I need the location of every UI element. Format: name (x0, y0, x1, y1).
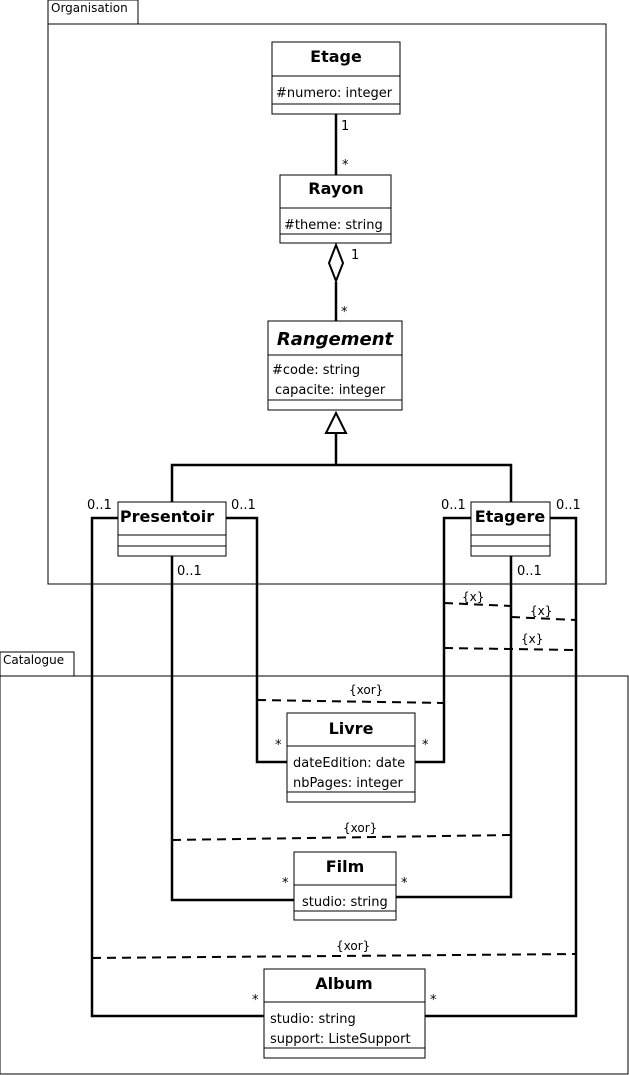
class-rangement-box (267, 320, 403, 411)
constraint-x-line-1 (443, 602, 512, 607)
class-film[interactable]: Film studio: string (293, 851, 397, 921)
constraint-xor-livre-label: {xor} (349, 683, 383, 697)
constraint-lines (91, 602, 577, 959)
constraint-x-label-3: {x} (521, 632, 543, 646)
class-rangement[interactable]: Rangement #code: string capacite: intege… (267, 320, 403, 411)
multiplicity-label: 1 (351, 248, 359, 263)
class-film-attribute: studio: string (302, 895, 388, 910)
class-album-box (263, 968, 426, 1059)
multiplicity-labels: 1 * 1 * 0..1 0..1 0..1 0..1 0..1 0..1 * … (87, 119, 581, 1008)
multiplicity-label: * (422, 738, 429, 753)
association-etagere-film (396, 556, 513, 899)
class-rayon-attribute: #theme: string (284, 218, 383, 233)
multiplicity-label: 0..1 (556, 498, 581, 513)
class-rangement-attribute: #code: string (272, 363, 360, 378)
package-organisation-tab (47, 0, 139, 25)
class-rangement-attribute: capacite: integer (275, 383, 386, 398)
multiplicity-label: * (430, 993, 437, 1008)
class-rangement-name: Rangement (277, 329, 395, 350)
class-presentoir-box (117, 501, 227, 557)
class-etagere-box (470, 501, 551, 557)
association-presentoir-film (170, 556, 294, 902)
class-film-box (293, 851, 397, 921)
class-rayon-box (279, 174, 392, 244)
constraint-xor-film-label: {xor} (343, 821, 377, 835)
association-etagere-livre (415, 516, 471, 764)
generalization-triangle-icon (324, 410, 348, 434)
class-livre-attribute: nbPages: integer (293, 776, 403, 791)
class-album-attribute: studio: string (270, 1012, 356, 1027)
class-film-name: Film (326, 857, 365, 876)
class-etage-attribute: #numero: integer (276, 86, 393, 101)
multiplicity-label: * (401, 876, 408, 891)
class-etagere[interactable]: Etagere (470, 501, 551, 557)
multiplicity-label: * (282, 876, 289, 891)
class-etage-box (271, 41, 401, 115)
constraint-xor-film-line (171, 834, 512, 841)
package-organisation-frame (47, 23, 607, 585)
multiplicity-label: 0..1 (517, 564, 542, 579)
multiplicity-label: * (341, 305, 348, 320)
class-livre-box (286, 712, 416, 803)
class-livre-name: Livre (329, 719, 374, 738)
class-album-name: Album (315, 974, 372, 993)
association-etagere-album (425, 516, 578, 1018)
constraint-xor-album-label: {xor} (336, 939, 370, 953)
multiplicity-label: * (342, 158, 349, 173)
class-album[interactable]: Album studio: string support: ListeSuppo… (263, 968, 426, 1059)
package-organisation-label: Organisation (51, 1, 128, 15)
multiplicity-label: 0..1 (177, 564, 202, 579)
multiplicity-label: 0..1 (231, 498, 256, 513)
constraint-labels: {x} {x} {x} {xor} {xor} {xor} (336, 590, 552, 953)
association-presentoir-album (90, 516, 264, 1018)
class-livre[interactable]: Livre dateEdition: date nbPages: integer (286, 712, 416, 803)
multiplicity-label: * (252, 993, 259, 1008)
relationship-lines (90, 114, 578, 1018)
multiplicity-label: * (275, 738, 282, 753)
multiplicity-label: 0..1 (441, 498, 466, 513)
constraint-xor-album-line (91, 953, 577, 959)
constraint-x-line-3 (443, 647, 577, 651)
constraint-x-label-1: {x} (462, 590, 484, 604)
generalization-branches (170, 463, 513, 502)
multiplicity-label: 1 (341, 119, 349, 134)
class-presentoir-name: Presentoir (120, 507, 214, 526)
class-etage-name: Etage (310, 47, 362, 66)
constraint-xor-livre-line (256, 699, 445, 704)
constraint-x-line-2 (510, 616, 577, 621)
class-rayon[interactable]: Rayon #theme: string (279, 174, 392, 244)
package-catalogue-label: Catalogue (3, 653, 64, 667)
class-album-attribute: support: ListeSupport (270, 1032, 411, 1047)
package-organisation: Organisation (47, 0, 607, 585)
class-rayon-name: Rayon (308, 179, 363, 198)
class-presentoir[interactable]: Presentoir (117, 501, 227, 557)
multiplicity-label: 0..1 (87, 498, 112, 513)
aggregation-diamond-icon (327, 242, 345, 284)
class-etagere-name: Etagere (475, 507, 546, 526)
constraint-x-label-2: {x} (530, 604, 552, 618)
association-presentoir-livre (226, 516, 287, 764)
class-livre-attribute: dateEdition: date (293, 756, 405, 771)
class-etage[interactable]: Etage #numero: integer (271, 41, 401, 115)
